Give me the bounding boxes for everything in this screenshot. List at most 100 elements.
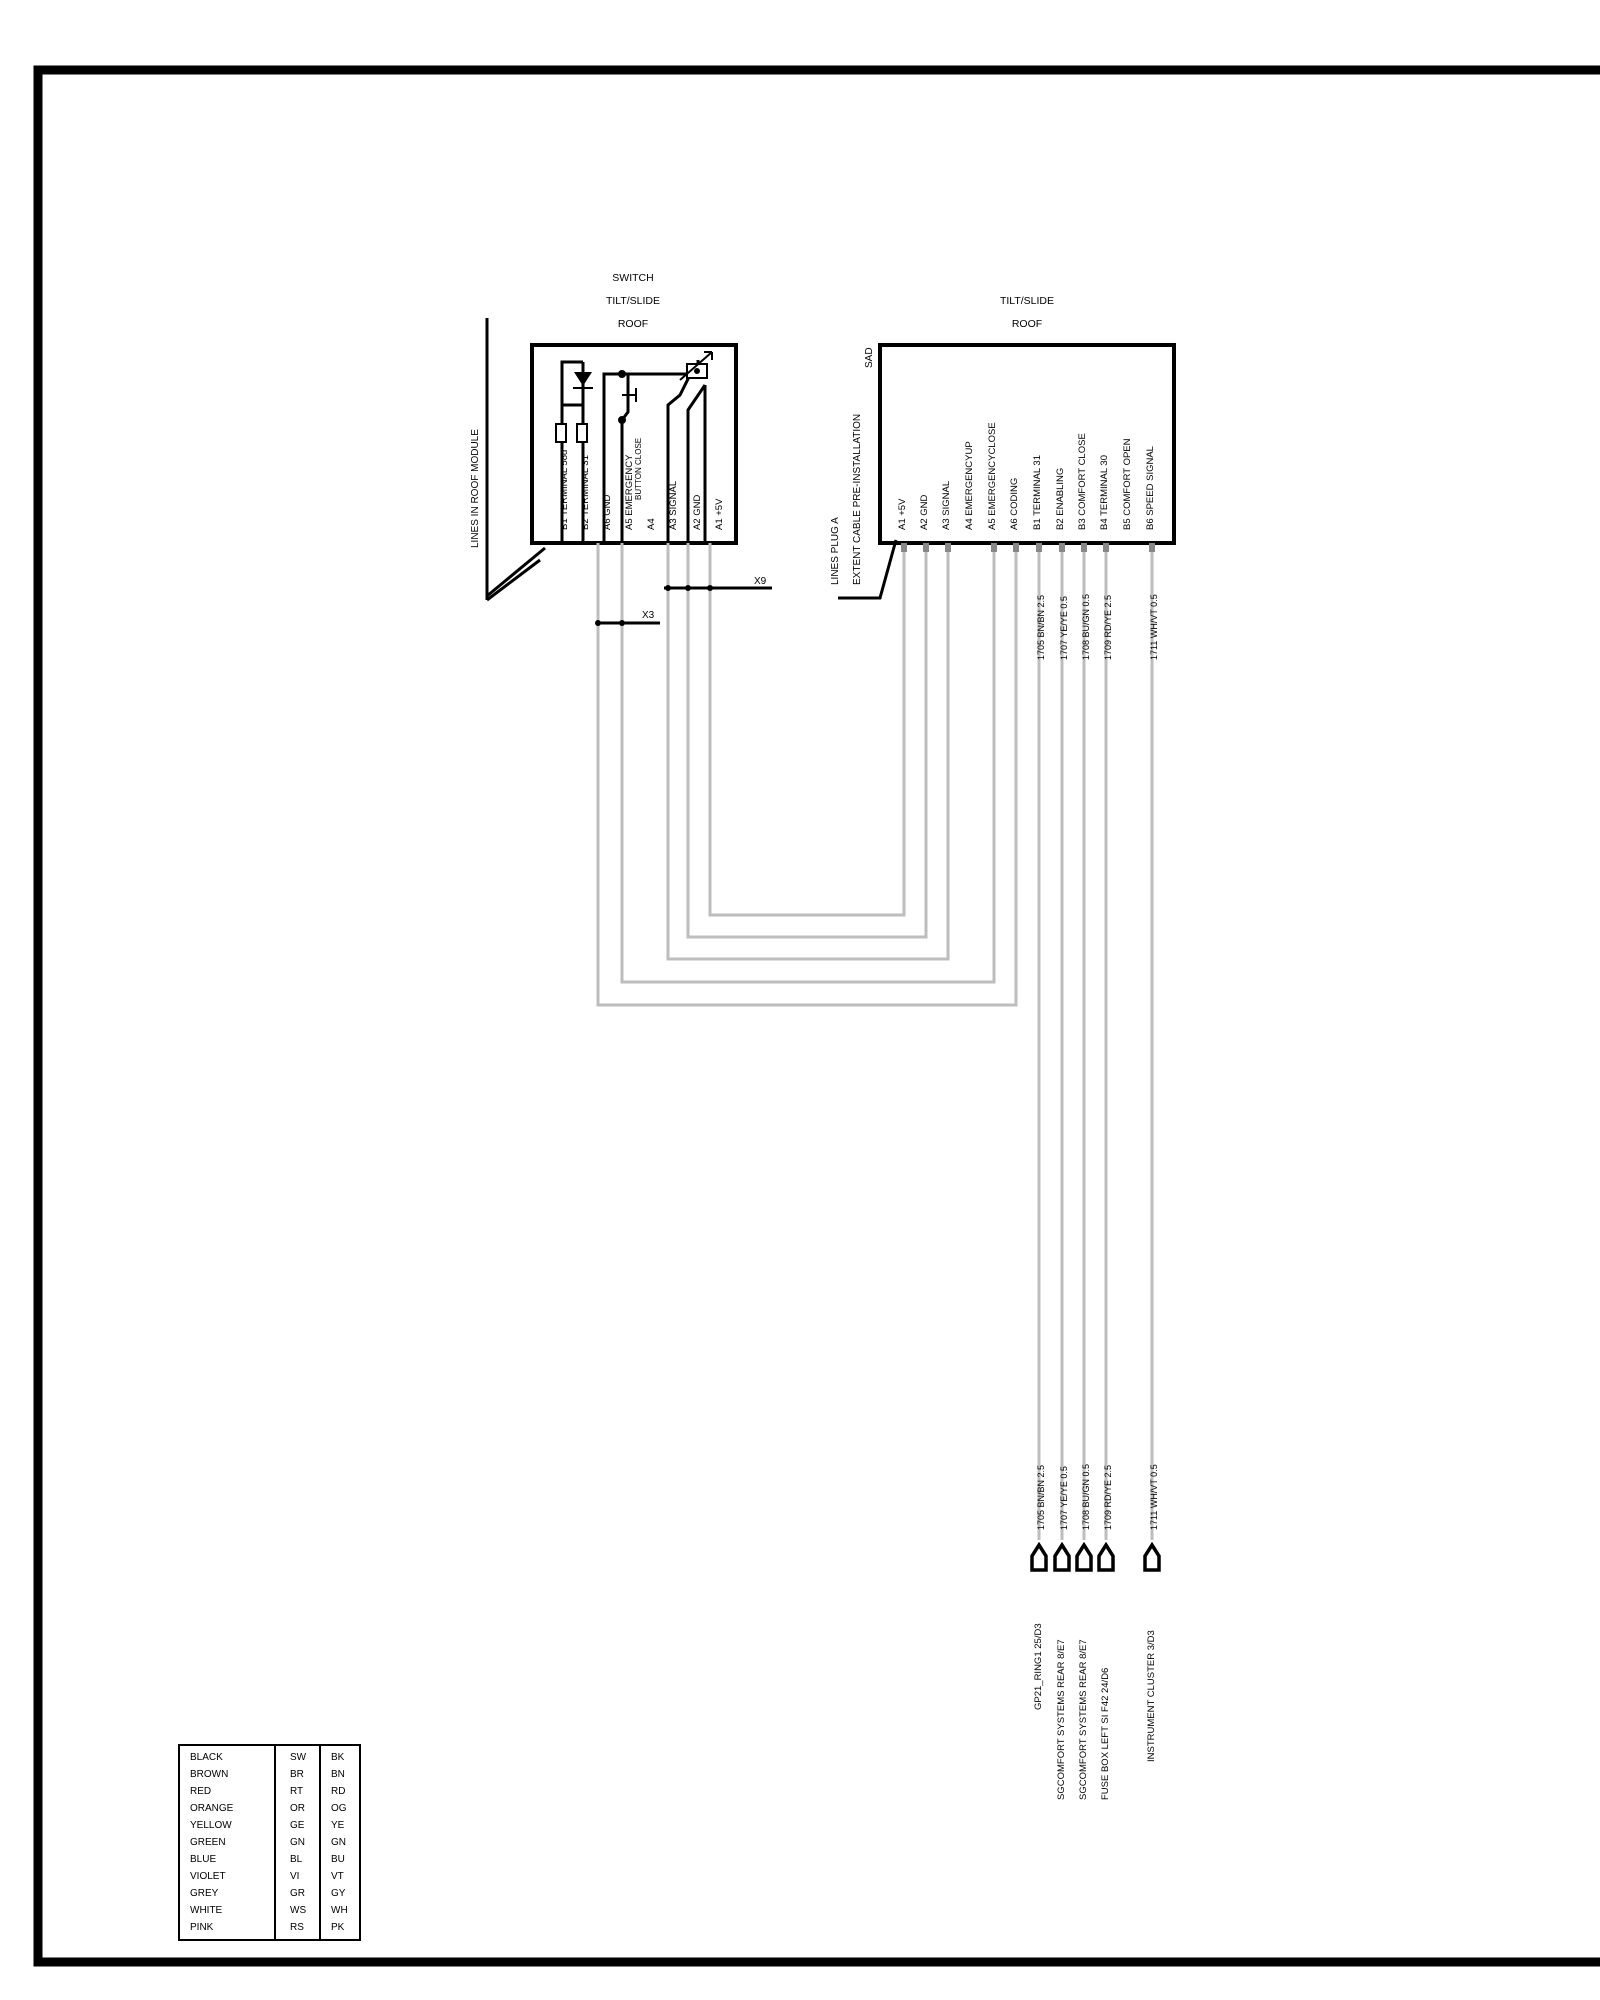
legend-en-code: VT — [331, 1871, 344, 1882]
legend-color-name: ORANGE — [190, 1803, 234, 1814]
wire-terminal-icon — [1143, 1541, 1161, 1572]
sad-pin-label: A3 SIGNAL — [941, 481, 952, 530]
switch-pin-labels: B1 TERMINAL 58d B2 TERMINAL 31 A6 GND A5 EM… — [559, 438, 725, 530]
switch-pin-label: B2 TERMINAL 31 — [580, 455, 591, 530]
legend-de-code: OR — [290, 1803, 305, 1814]
legend-color-name: YELLOW — [190, 1820, 232, 1831]
sad-pin-label: A1 +5V — [897, 498, 908, 530]
sad-pin-terminals — [901, 543, 1155, 552]
lamp-icon — [573, 372, 593, 389]
wire-end-terminals — [1030, 1541, 1161, 1572]
sad-pin-label: A6 CODING — [1009, 478, 1020, 530]
destination-label: SGCOMFORT SYSTEMS REAR 8/E7 — [1078, 1639, 1089, 1800]
wire-code-bottom: 1705 BN/BN 2.5 — [1036, 1465, 1046, 1530]
destination-labels: GP21_RING1 25/D3 SGCOMFORT SYSTEMS REAR 8… — [1033, 1623, 1157, 1800]
wire-a5-emergency — [620, 543, 996, 984]
interconnect-wires — [596, 543, 1154, 1540]
sad-box — [878, 343, 1176, 545]
legend-en-code: BN — [331, 1769, 345, 1780]
sad-pin-label: B5 COMFORT OPEN — [1122, 438, 1133, 530]
legend-color-name: PINK — [190, 1922, 214, 1933]
switch-pin-label: A6 GND — [602, 494, 613, 530]
legend-en-code: YE — [331, 1820, 345, 1831]
roof-module-label: LINES IN ROOF MODULE — [470, 429, 481, 548]
connector-x9: X9 — [664, 576, 772, 591]
switch-pin-label: A1 +5V — [714, 498, 725, 530]
switch-pin-label: A2 GND — [692, 494, 703, 530]
sad-id-label: SAD — [864, 347, 875, 368]
wire-code-top: 1708 BU/GN 0.5 — [1081, 594, 1091, 660]
sad-pin-label: A5 EMERGENCYCLOSE — [987, 422, 998, 530]
sad-plug-label-line-2: EXTENT CABLE PRE-INSTALLATION — [852, 414, 863, 585]
wire-code-top: 1711 WH/VT 0.5 — [1149, 594, 1159, 660]
legend-color-name: WHITE — [190, 1905, 223, 1916]
legend-en-code: PK — [331, 1922, 345, 1933]
legend-frame — [178, 1744, 361, 1941]
switch-box — [530, 343, 738, 545]
legend-color-name: BROWN — [190, 1769, 228, 1780]
destination-label: GP21_RING1 25/D3 — [1033, 1623, 1044, 1710]
resistor-icon — [576, 423, 588, 443]
switch-pin-label: A5 EMERGENCY — [624, 454, 635, 530]
switch-pin-label: B1 TERMINAL 58d — [559, 450, 570, 530]
rotary-switch-icon — [679, 351, 713, 381]
sad-pin-label: B3 COMFORT CLOSE — [1077, 433, 1088, 530]
wire-terminal-icon — [1075, 1541, 1093, 1572]
wire-code-top: 1705 BN/BN 2.5 — [1036, 595, 1046, 660]
wire-terminal-icon — [1097, 1541, 1115, 1572]
connector-x9-label: X9 — [754, 576, 767, 587]
legend-color-name: BLUE — [190, 1854, 216, 1865]
legend-color-name: GREY — [190, 1888, 219, 1899]
sad-plug-bracket — [838, 539, 898, 600]
legend-en-code: BU — [331, 1854, 345, 1865]
sheet-frame — [33, 65, 1600, 1967]
legend-de-code: RS — [290, 1922, 304, 1933]
sad-plug-label: LINES PLUG A EXTENT CABLE PRE-INSTALLATI… — [830, 414, 863, 585]
sad-pin-label: B1 TERMINAL 31 — [1032, 455, 1043, 530]
destination-label: FUSE BOX LEFT SI F42 24/D6 — [1100, 1668, 1111, 1800]
wire-code-bottom: 1709 RD/YE 2.5 — [1103, 1465, 1113, 1530]
resistor-icon — [555, 423, 567, 443]
switch-pin-label-2: BUTTON CLOSE — [634, 438, 643, 500]
legend-de-code: GR — [290, 1888, 305, 1899]
legend-de-code: GE — [290, 1820, 305, 1831]
wire-a2 — [686, 543, 928, 939]
destination-label: SGCOMFORT SYSTEMS REAR 8/E7 — [1056, 1639, 1067, 1800]
legend-de-code: RT — [290, 1786, 303, 1797]
legend-color-name: VIOLET — [190, 1871, 226, 1882]
legend-de-code: BL — [290, 1854, 303, 1865]
sad-pin-label: B4 TERMINAL 30 — [1099, 455, 1110, 530]
legend-color-name: BLACK — [190, 1752, 223, 1763]
sad-pin-label: A4 EMERGENCYUP — [964, 441, 975, 530]
wire-code-top: 1707 YE/YE 0.5 — [1059, 596, 1069, 660]
wire-code-top: 1709 RD/YE 2.5 — [1103, 595, 1113, 660]
wire-code-bottom: 1708 BU/GN 0.5 — [1081, 1464, 1091, 1530]
destination-label: INSTRUMENT CLUSTER 3/D3 — [1146, 1630, 1157, 1762]
sad-title-line-2: ROOF — [1012, 318, 1042, 330]
sad-title-line-1: TILT/SLIDE — [1000, 295, 1054, 307]
switch-title: SWITCH TILT/SLIDE ROOF — [606, 272, 660, 330]
wire-a6-coding — [596, 543, 1018, 1007]
switch-pin-label: A3 SIGNAL — [668, 481, 679, 530]
legend-de-code: WS — [290, 1905, 306, 1916]
wire-a3 — [666, 543, 950, 961]
sad-plug-label-line-1: LINES PLUG A — [830, 517, 841, 585]
wire-code-bottom: 1707 YE/YE 0.5 — [1059, 1466, 1069, 1530]
connector-x3-label: X3 — [642, 610, 655, 621]
legend-en-code: BK — [331, 1752, 345, 1763]
sad-pin-label: B6 SPEED SIGNAL — [1145, 446, 1156, 530]
legend-en-code: GN — [331, 1837, 346, 1848]
legend-de-code: SW — [290, 1752, 307, 1763]
legend-en-code: WH — [331, 1905, 348, 1916]
wire-terminal-icon — [1053, 1541, 1071, 1572]
wire-code-labels: 1705 BN/BN 2.5 1705 BN/BN 2.5 1707 YE/YE 0… — [1036, 594, 1159, 1530]
sad-pin-label: B2 ENABLING — [1055, 468, 1066, 530]
switch-title-line-2: TILT/SLIDE — [606, 295, 660, 307]
wire-terminal-icon — [1030, 1541, 1048, 1572]
switch-title-line-3: ROOF — [618, 318, 648, 330]
wire-a1 — [708, 543, 906, 917]
